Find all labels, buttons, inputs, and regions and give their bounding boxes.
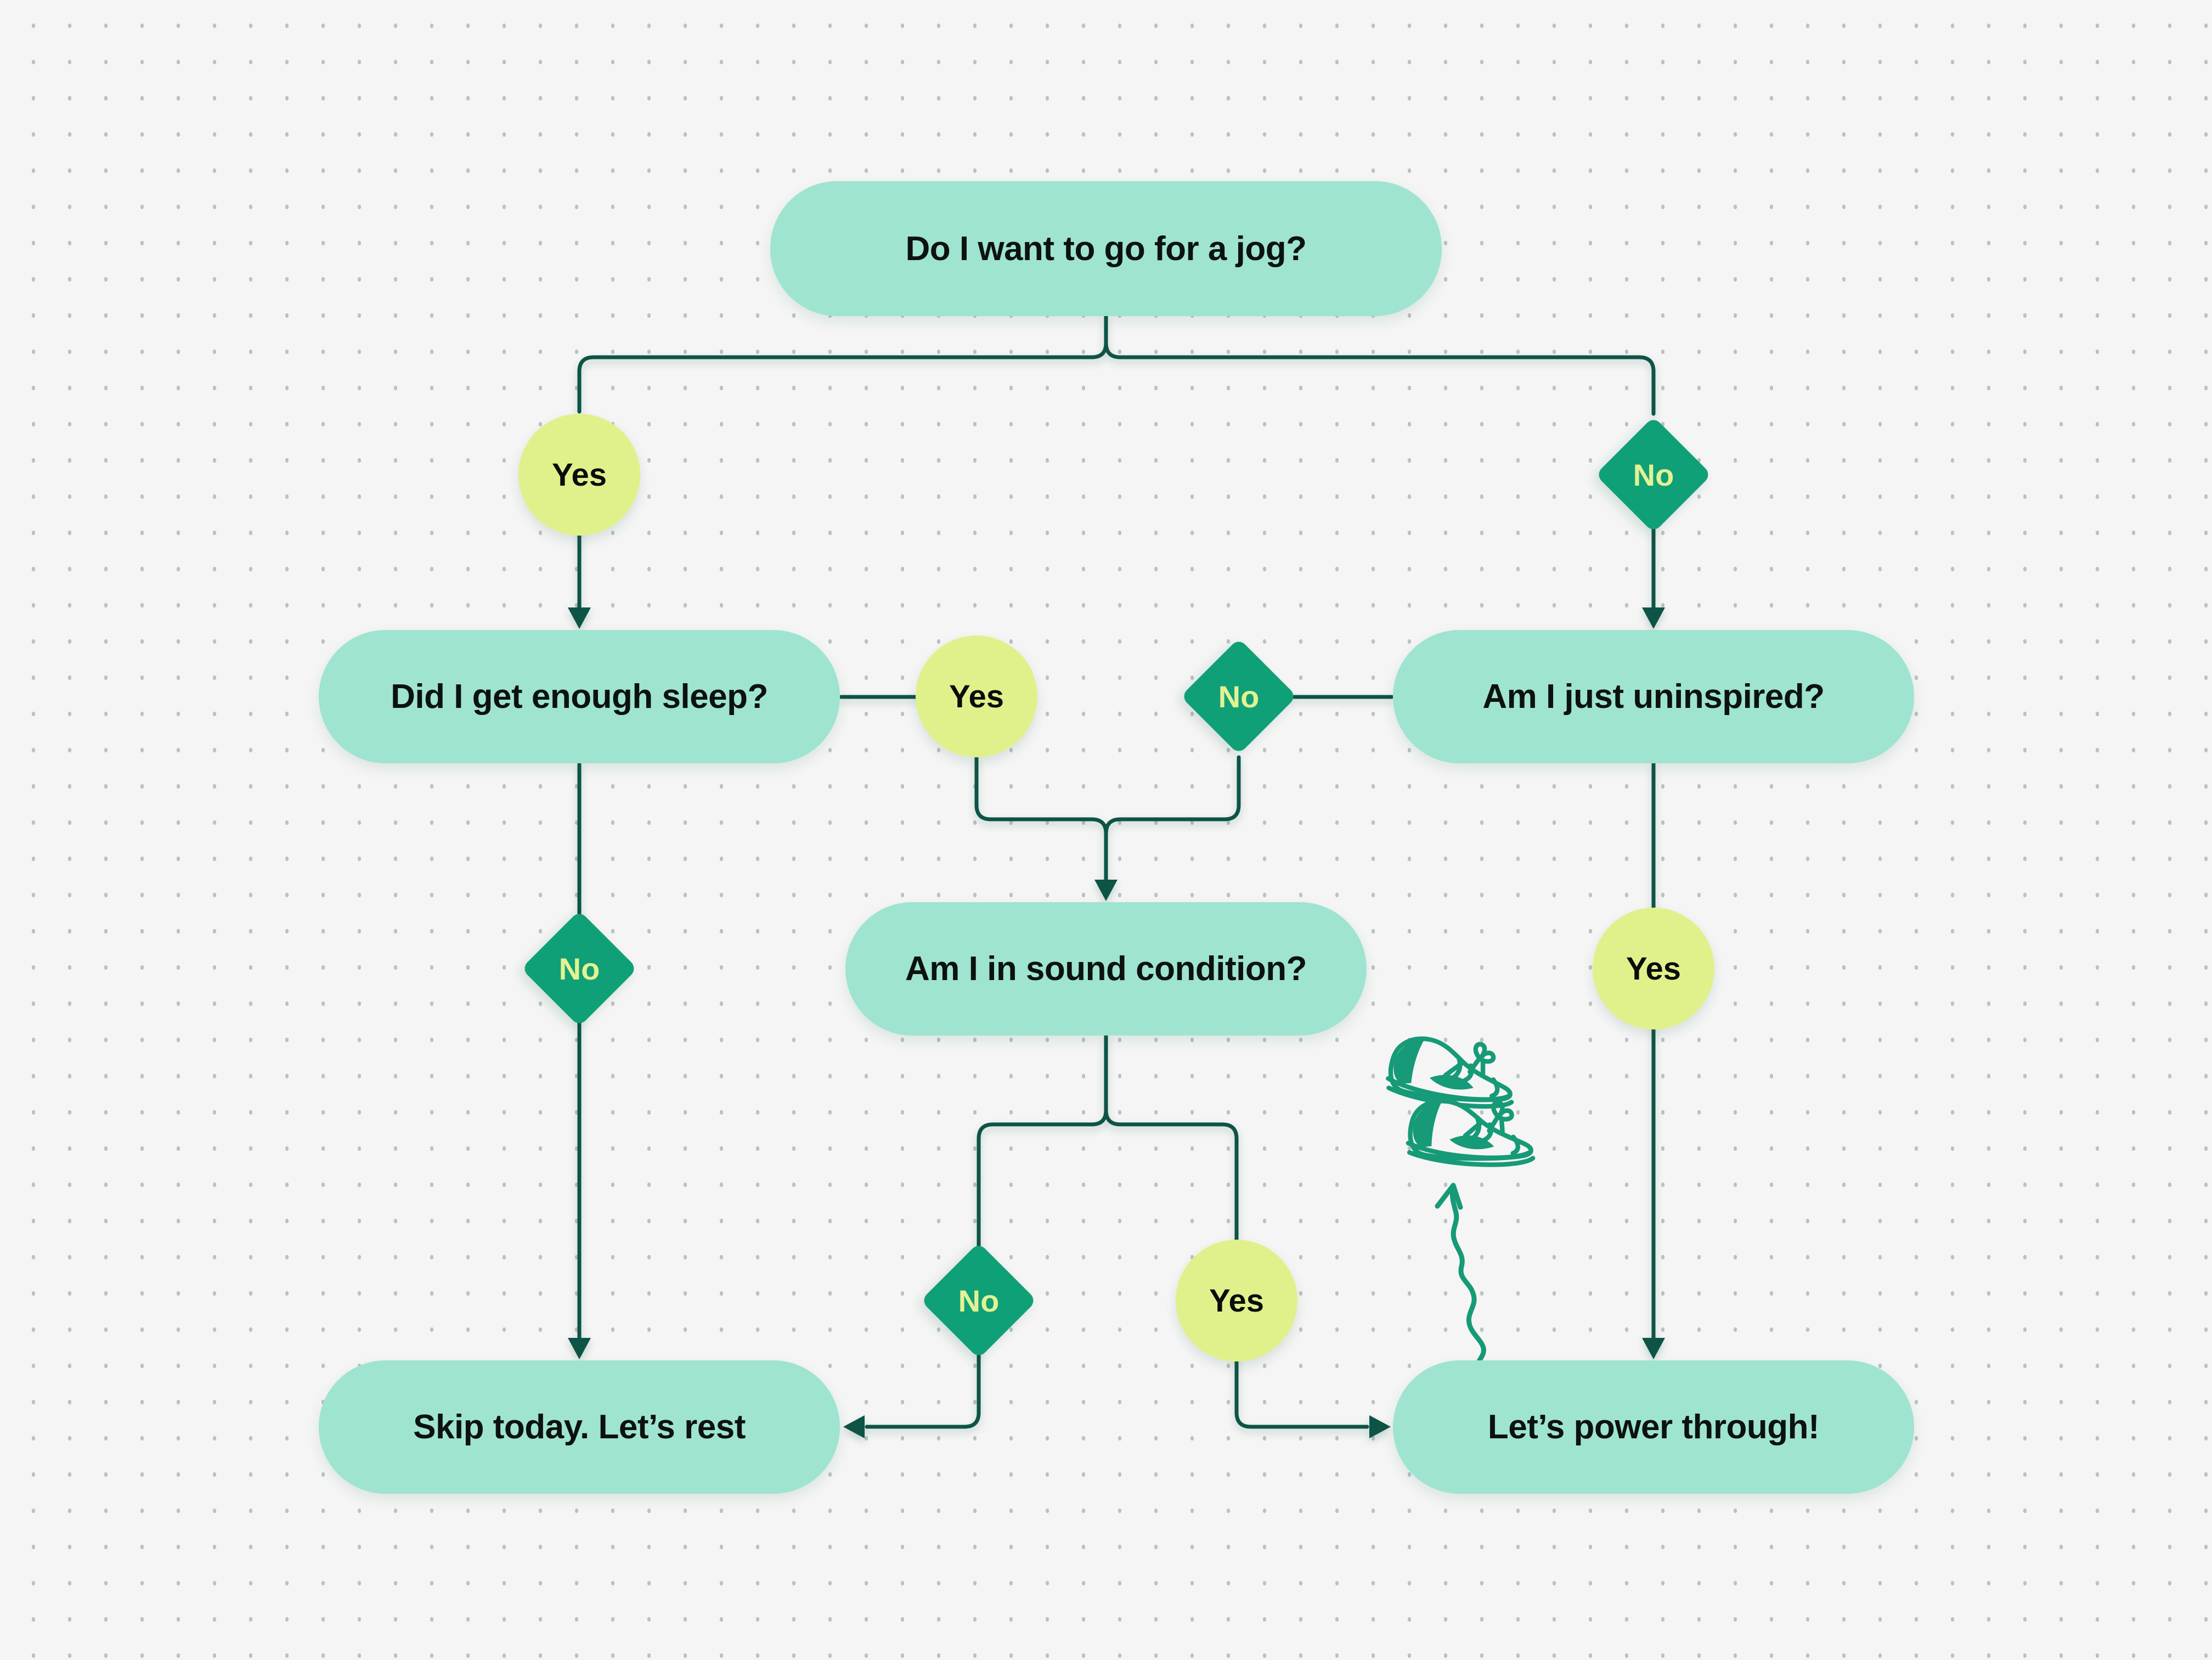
edge-condition-yes[interactable] [1104,1108,1369,1429]
node-sleep-label: Did I get enough sleep? [391,678,768,716]
marker-condition-no-label: No [958,1283,1000,1318]
arrowhead-uninspired [1642,607,1665,629]
node-power-label: Let’s power through! [1487,1408,1820,1446]
arrowhead-condition [1094,880,1118,901]
edge-condition-no[interactable] [865,1108,1108,1429]
sneakers-doodle[interactable] [1386,1031,1538,1169]
marker-sleep-yes-label: Yes [949,678,1004,714]
node-start-label: Do I want to go for a jog? [905,229,1307,268]
node-sleep-question[interactable]: Did I get enough sleep? [319,630,840,763]
node-condition-question[interactable]: Am I in sound condition? [845,902,1367,1036]
edge-start-yes[interactable] [577,314,1108,414]
node-start-question[interactable]: Do I want to go for a jog? [770,181,1442,316]
arrowhead-power-left [1369,1415,1391,1438]
node-condition-label: Am I in sound condition? [905,950,1307,988]
marker-start-no[interactable]: No [1593,414,1714,536]
edge-merge-left[interactable] [974,755,1108,836]
node-power-result[interactable]: Let’s power through! [1393,1360,1914,1494]
marker-sleep-no[interactable]: No [518,908,640,1029]
arrowhead-sleep [568,607,591,629]
marker-condition-yes-label: Yes [1209,1282,1264,1319]
marker-condition-no[interactable]: No [918,1240,1040,1361]
squiggle-arrow-doodle[interactable] [1435,1183,1487,1399]
node-skip-label: Skip today. Let’s rest [413,1408,746,1446]
connectors[interactable] [568,314,1665,1438]
marker-sleep-no-label: No [558,951,600,986]
arrowhead-power-top [1642,1338,1665,1359]
arrowhead-skip-top [568,1338,591,1359]
node-uninspired-label: Am I just uninspired? [1482,678,1825,716]
marker-start-no-label: No [1633,457,1674,492]
marker-condition-yes[interactable]: Yes [1176,1240,1297,1361]
marker-uninspired-no-label: No [1218,679,1260,714]
marker-uninspired-yes-label: Yes [1626,950,1681,987]
arrowhead-skip-right [843,1415,865,1438]
squiggle-arrowhead [1435,1183,1463,1210]
marker-start-yes-label: Yes [552,457,607,493]
node-uninspired-question[interactable]: Am I just uninspired? [1393,630,1914,763]
marker-uninspired-yes[interactable]: Yes [1593,908,1714,1029]
marker-uninspired-no[interactable]: No [1178,635,1300,757]
marker-start-yes[interactable]: Yes [518,414,640,536]
edge-merge-right[interactable] [1104,755,1241,836]
node-skip-result[interactable]: Skip today. Let’s rest [319,1360,840,1494]
marker-sleep-yes[interactable]: Yes [916,635,1037,757]
squiggle-line [1450,1188,1487,1399]
edge-start-no[interactable] [1104,314,1656,416]
